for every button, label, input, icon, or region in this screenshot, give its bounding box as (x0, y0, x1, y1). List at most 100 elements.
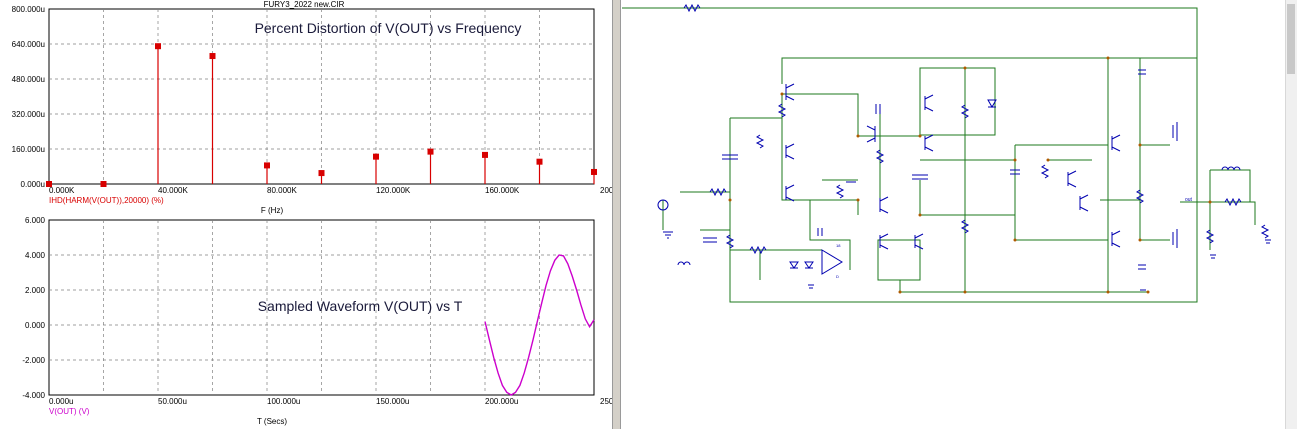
schematic-editor[interactable]: out 18 D (621, 0, 1297, 429)
plot1-y-tick-labels: 800.000u 640.000u 480.000u 320.000u 160.000u… (12, 5, 45, 189)
resistor-b (755, 134, 765, 149)
transistor-15 (879, 196, 889, 214)
x-tick-label: 0.000u (49, 397, 73, 406)
file-title: FURY3_2022 new.CIR (264, 0, 345, 9)
transistor-6 (924, 134, 934, 152)
transistor-9 (1111, 134, 1121, 152)
y-tick-label: 640.000u (12, 40, 45, 49)
transistor-10 (1111, 230, 1121, 248)
y-tick-label: 0.000 (25, 321, 46, 330)
harmonic-point (46, 181, 52, 187)
plot2-series (484, 254, 595, 396)
transistor-1 (785, 83, 795, 101)
y-tick-label: 800.000u (12, 5, 45, 14)
resistor-a (777, 103, 787, 118)
y-tick-label: 480.000u (12, 75, 45, 84)
resistor-k (725, 234, 735, 249)
transistor-7 (879, 233, 889, 250)
harmonic-point (591, 168, 597, 175)
capacitor-e (1138, 69, 1146, 75)
y-tick-label: -4.000 (22, 391, 45, 400)
y-tick-label: 4.000 (25, 251, 46, 260)
resistor-n (749, 245, 767, 255)
transistor-4 (866, 125, 876, 143)
diode-c (804, 261, 814, 269)
schematic-canvas[interactable]: out 18 D (621, 0, 1297, 429)
harmonic-point (536, 158, 543, 165)
waveform-line (484, 254, 595, 396)
plot2-grid (49, 220, 594, 395)
harmonic-distortion-plot[interactable]: 800.000u 640.000u 480.000u 320.000u 160.000u… (12, 5, 635, 215)
schematic-wires (622, 7, 1256, 303)
transistor-13 (1067, 170, 1077, 188)
capacitor-a (875, 104, 881, 114)
harmonic-point (264, 162, 270, 169)
signal-source (657, 199, 669, 211)
scrollbar-thumb[interactable] (1287, 4, 1295, 74)
opamp (821, 249, 843, 275)
plot1-series (46, 43, 597, 187)
plot1-title: Percent Distortion of V(OUT) vs Frequenc… (255, 20, 522, 36)
y-tick-label: 2.000 (25, 286, 46, 295)
x-tick-label: 250.000u (600, 397, 612, 406)
x-tick-label: 40.000K (158, 186, 188, 195)
resistor-top (683, 3, 701, 13)
y-tick-label: 0.000u (21, 180, 45, 189)
x-tick-label: 200.000u (485, 397, 518, 406)
transistor-12 (1172, 229, 1178, 248)
capacitor-c (912, 174, 928, 180)
capacitor-g (817, 228, 823, 236)
capacitor-f (1138, 264, 1146, 270)
analysis-plots: FURY3_2022 new.CIR 800.000u 640.000u 480.0… (12, 0, 635, 426)
y-tick-label: 6.000 (25, 216, 46, 225)
inductor-in (677, 261, 691, 266)
harmonic-point (100, 181, 107, 187)
ground-symbols (663, 231, 1271, 289)
x-tick-label: 0.000K (49, 186, 75, 195)
schematic-components (657, 3, 1271, 291)
plot1-legend-label: IHD(HARM(V(OUT)),20000) (%) (49, 196, 164, 205)
harmonic-point (373, 153, 379, 160)
resistor-l (1205, 229, 1215, 244)
resistor-c (835, 184, 845, 199)
y-tick-label: 160.000u (12, 145, 45, 154)
diode-a (987, 99, 997, 109)
x-tick-label: 80.000K (267, 186, 297, 195)
vertical-scrollbar[interactable] (1285, 0, 1297, 429)
resistor-f (960, 219, 970, 234)
transistor-5 (924, 94, 934, 112)
resistor-g (1040, 164, 1050, 179)
harmonic-point (427, 148, 434, 155)
pane-splitter[interactable] (612, 0, 621, 429)
capacitor-d (1010, 169, 1020, 175)
transistor-8 (914, 233, 924, 250)
inductor-out (1221, 166, 1241, 171)
x-tick-label: 50.000u (158, 397, 187, 406)
resistor-h (1135, 189, 1145, 204)
transistor-11 (1172, 122, 1178, 141)
opamp-pin-label-a: 18 (836, 243, 841, 248)
plot1-x-axis-label: F (Hz) (261, 206, 284, 215)
resistor-j (1260, 224, 1270, 239)
capacitor-h (703, 237, 717, 243)
y-tick-label: 320.000u (12, 110, 45, 119)
resistor-i (1224, 197, 1242, 207)
x-tick-label: 100.000u (267, 397, 300, 406)
harmonic-point (155, 43, 161, 50)
transistor-2 (785, 143, 795, 160)
transistor-14 (1079, 194, 1089, 212)
x-tick-label: 120.000K (376, 186, 411, 195)
ground-sym-b (846, 181, 1146, 291)
harmonic-point (482, 151, 488, 158)
x-tick-label: 160.000K (485, 186, 520, 195)
junction-dots (728, 56, 1212, 294)
capacitor-b (722, 154, 738, 160)
resistor-m (709, 187, 727, 197)
harmonic-point (318, 170, 325, 177)
plot2-title: Sampled Waveform V(OUT) vs T (258, 298, 463, 314)
resistor-e (960, 104, 970, 119)
transistor-3 (785, 184, 795, 202)
